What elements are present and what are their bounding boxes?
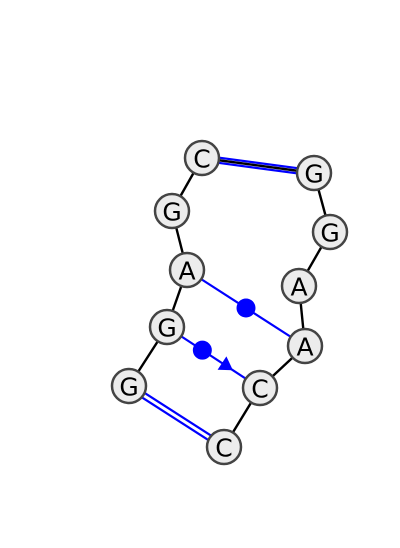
pair-line-2 (129, 382, 226, 446)
nucleotide-label: G (157, 314, 176, 343)
pair-dot (236, 298, 256, 318)
nucleotide-label: A (296, 333, 313, 362)
nucleotide-label: G (119, 373, 138, 402)
nucleotide-circle (153, 192, 191, 230)
nucleotide-n10: C (241, 369, 279, 407)
nucleotide-circle (183, 139, 221, 177)
pair-line-1 (201, 159, 314, 177)
nucleotide-label: G (304, 160, 323, 189)
base-pair-n5-n6 (201, 154, 315, 177)
base-pair-n2-n10 (166, 326, 261, 389)
nucleotide-circle (241, 369, 279, 407)
nucleotide-n5: C (183, 139, 221, 177)
pair-line-2 (202, 154, 315, 172)
nucleotide-circle (168, 251, 206, 289)
pair-arrowhead (217, 356, 233, 371)
nucleotide-label: G (320, 219, 339, 248)
pair-line (166, 326, 261, 389)
nucleotide-label: C (193, 145, 210, 174)
nucleotide-n11: C (205, 428, 243, 466)
nucleotide-label: C (251, 375, 268, 404)
nucleotide-n3: A (168, 251, 206, 289)
nucleotide-label: G (162, 198, 181, 227)
nucleotide-label: A (178, 257, 195, 286)
nucleotide-n2: G (148, 308, 186, 346)
nucleotide-circle (148, 308, 186, 346)
nucleotide-n8: A (280, 267, 318, 305)
nucleotide-circle (286, 327, 324, 365)
nucleotide-circle (110, 367, 148, 405)
nucleotide-n1: G (110, 367, 148, 405)
base-pair-links (127, 154, 315, 451)
nucleotide-circle (205, 428, 243, 466)
pair-line-1 (127, 387, 224, 451)
nucleotide-n9: A (286, 327, 324, 365)
nucleotide-label: A (290, 273, 307, 302)
nucleotide-circle (280, 267, 318, 305)
nucleotide-n6: G (295, 154, 333, 192)
base-pair-n1-n11 (127, 382, 226, 451)
nucleotide-n7: G (311, 213, 349, 251)
pair-dot (192, 340, 212, 360)
nucleotide-n4: G (153, 192, 191, 230)
nucleotide-circle (311, 213, 349, 251)
nucleotide-circle (295, 154, 333, 192)
base-pair-n3-n9 (186, 269, 306, 347)
backbone-link-n5-n6 (201, 156, 315, 175)
nucleotide-label: C (215, 434, 232, 463)
